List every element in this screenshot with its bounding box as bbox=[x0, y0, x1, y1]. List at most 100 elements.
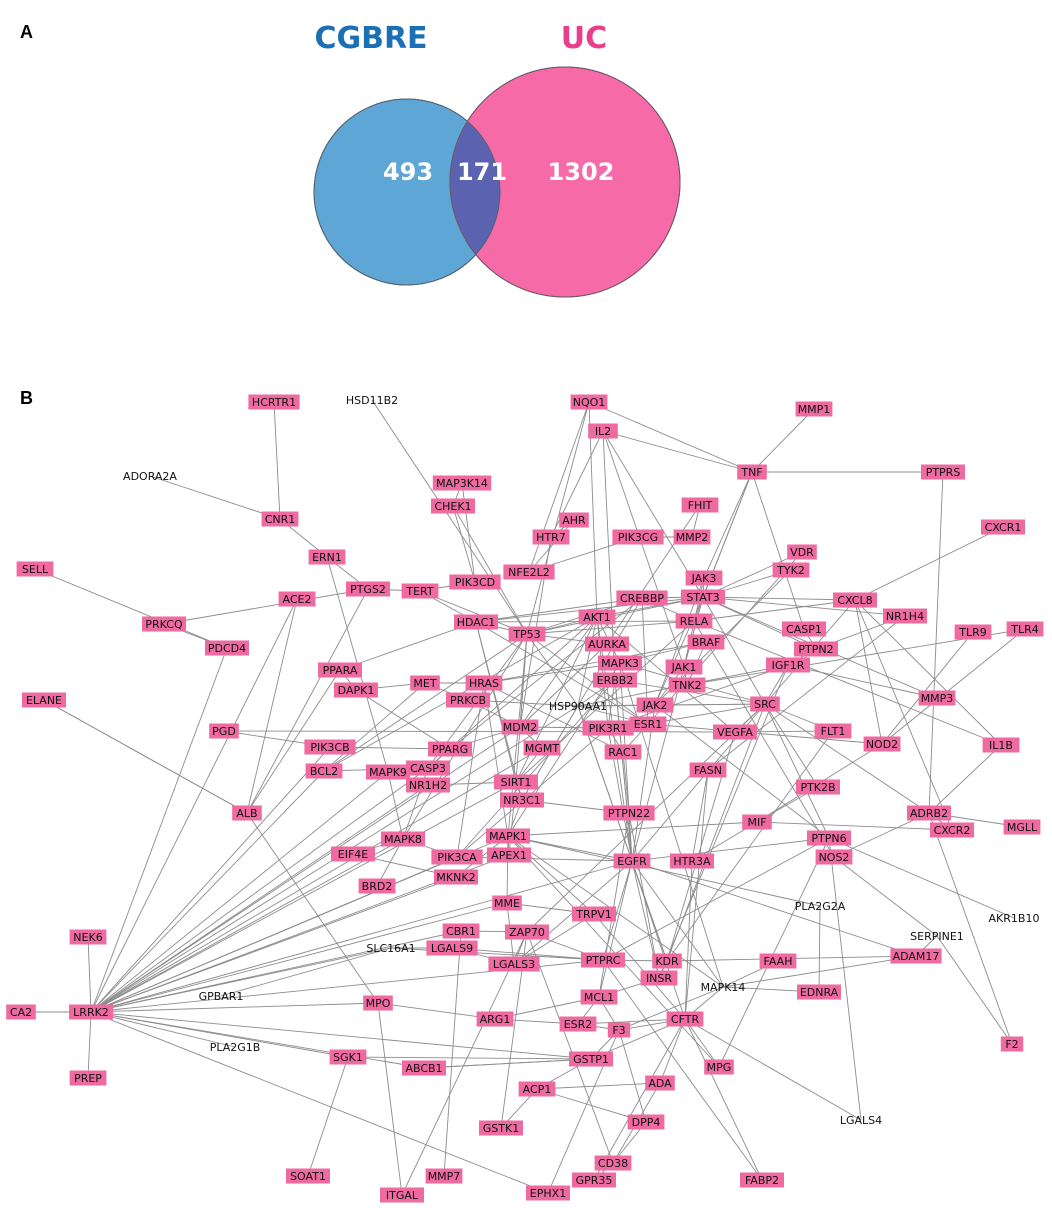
node-pgd: PGD bbox=[209, 723, 239, 739]
node-box bbox=[930, 822, 974, 838]
edge-ace2-lrrk2 bbox=[90, 598, 298, 1013]
node-label: SOAT1 bbox=[290, 1170, 326, 1183]
node-box bbox=[431, 498, 475, 514]
node-cxcr2: CXCR2 bbox=[930, 822, 974, 838]
edge-pla2g2a-ednra bbox=[818, 905, 821, 993]
node-box bbox=[921, 464, 965, 480]
node-label: MAPK8 bbox=[384, 833, 422, 846]
node-label: DPP4 bbox=[632, 1116, 661, 1129]
node-box bbox=[406, 760, 450, 776]
node-label: JAK3 bbox=[691, 572, 717, 585]
node-label: PPARG bbox=[432, 743, 468, 756]
node-serpine1: SERPINE1 bbox=[910, 930, 964, 943]
node-label: KDR bbox=[655, 955, 679, 968]
node-label: LRRK2 bbox=[73, 1006, 109, 1019]
node-label: FLT1 bbox=[821, 725, 846, 738]
node-tlr9: TLR9 bbox=[954, 624, 992, 640]
node-label: CBR1 bbox=[446, 925, 476, 938]
node-prep: PREP bbox=[69, 1070, 107, 1086]
node-box bbox=[6, 1004, 36, 1020]
node-label: TLR4 bbox=[1010, 623, 1039, 636]
node-label: TERT bbox=[405, 585, 434, 598]
edge-hras-rac1 bbox=[483, 682, 624, 753]
node-label: ACE2 bbox=[283, 593, 312, 606]
edge-ptpn22-egfr bbox=[628, 812, 633, 862]
node-box bbox=[580, 989, 618, 1005]
edge-serpine1-f2 bbox=[936, 935, 1013, 1045]
edge-pik3cd-chek1 bbox=[452, 505, 476, 583]
edge-insr-ptpn22 bbox=[628, 812, 660, 979]
edge-cxcl8-il1b bbox=[854, 599, 1002, 746]
edge-mpo-alb bbox=[246, 812, 379, 1004]
node-cftr: CFTR bbox=[666, 1011, 704, 1027]
node-label: SELL bbox=[22, 563, 49, 576]
node-box bbox=[380, 1187, 424, 1203]
edge-igf1r-insr bbox=[658, 664, 789, 979]
node-chek1: CHEK1 bbox=[431, 498, 475, 514]
node-label: AURKA bbox=[588, 638, 626, 651]
node-label: PRKCB bbox=[450, 694, 486, 707]
node-sell: SELL bbox=[16, 561, 54, 577]
edge-mpo-lrrk2 bbox=[90, 1002, 379, 1013]
node-box bbox=[286, 1168, 330, 1184]
node-label: NFE2L2 bbox=[508, 566, 550, 579]
edge-adrb2-il1b bbox=[928, 744, 1002, 814]
node-box bbox=[687, 634, 725, 650]
node-box bbox=[572, 906, 616, 922]
node-flt1: FLT1 bbox=[814, 723, 852, 739]
node-casp3: CASP3 bbox=[406, 760, 450, 776]
edge-stat3-nr1h4 bbox=[702, 596, 906, 617]
node-pik3cd: PIK3CD bbox=[449, 574, 501, 590]
node-label: ZAP70 bbox=[509, 926, 545, 939]
node-nr1h2: NR1H2 bbox=[406, 777, 450, 793]
node-aurka: AURKA bbox=[585, 636, 629, 652]
node-label: IL1B bbox=[989, 739, 1013, 752]
node-mmp7: MMP7 bbox=[425, 1168, 463, 1184]
node-tp53: TP53 bbox=[508, 626, 546, 642]
edge-src-ptpn6 bbox=[764, 703, 830, 839]
node-ada: ADA bbox=[645, 1075, 675, 1091]
node-box bbox=[278, 591, 316, 607]
node-box bbox=[523, 740, 561, 756]
node-box bbox=[532, 529, 570, 545]
node-hsp90aa1: HSP90AA1 bbox=[549, 700, 607, 713]
edge-mif-cxcr2 bbox=[756, 821, 953, 831]
node-box bbox=[890, 948, 942, 964]
node-pik3ca: PIK3CA bbox=[431, 849, 483, 865]
node-box bbox=[487, 847, 531, 863]
node-label: CXCL8 bbox=[837, 594, 872, 607]
edge-cd38-zap70 bbox=[526, 931, 614, 1164]
node-insr: INSR bbox=[640, 970, 678, 986]
edge-mme-mapk1 bbox=[506, 835, 509, 904]
node-pla2g2a: PLA2G2A bbox=[795, 900, 846, 913]
edge-prep-lrrk2 bbox=[87, 1011, 92, 1079]
node-dpp4: DPP4 bbox=[627, 1114, 665, 1130]
node-mme: MME bbox=[492, 895, 522, 911]
edge-mmp3-igf1r bbox=[787, 664, 938, 699]
node-casp1: CASP1 bbox=[782, 621, 826, 637]
node-label: MMP1 bbox=[798, 403, 831, 416]
node-label: PREP bbox=[74, 1072, 102, 1085]
panel-label-b: B bbox=[20, 388, 33, 408]
node-label: IL2 bbox=[595, 425, 611, 438]
node-label: CD38 bbox=[598, 1157, 628, 1170]
node-label: GSTP1 bbox=[573, 1053, 609, 1066]
edge-fabp2-cftr bbox=[684, 1018, 763, 1181]
edge-mmp7-cbr1 bbox=[443, 930, 462, 1177]
node-box bbox=[16, 561, 54, 577]
edge-nos2-serpine1 bbox=[833, 856, 938, 937]
node-box bbox=[232, 805, 262, 821]
edge-rela-il1b bbox=[693, 620, 1002, 746]
node-prkcb: PRKCB bbox=[446, 692, 490, 708]
edge-adora2a-cnr1 bbox=[149, 475, 281, 520]
node-label: PPARA bbox=[323, 664, 358, 677]
node-label: EDNRA bbox=[800, 986, 839, 999]
edge-nqo1-nfe2l2 bbox=[528, 401, 590, 573]
node-box bbox=[479, 1120, 523, 1136]
node-box bbox=[334, 682, 378, 698]
node-box bbox=[318, 662, 362, 678]
node-label: FABP2 bbox=[745, 1174, 779, 1187]
node-box bbox=[1003, 819, 1041, 835]
node-box bbox=[205, 640, 249, 656]
